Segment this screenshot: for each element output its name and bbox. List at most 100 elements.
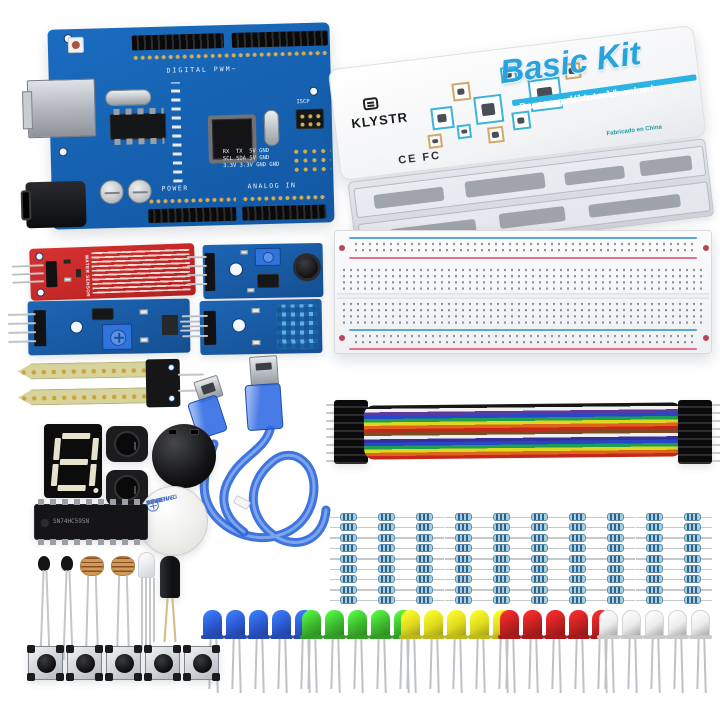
silkscreen-icsp: ISCP xyxy=(296,98,310,106)
led-flange xyxy=(224,635,247,639)
power-header xyxy=(148,206,237,224)
usb-a-slot xyxy=(255,362,272,371)
resistor-body xyxy=(683,513,701,521)
white-led xyxy=(666,610,689,695)
probe-prong xyxy=(18,387,150,405)
header-pin xyxy=(8,340,37,343)
button-cap xyxy=(37,654,56,673)
resistor xyxy=(673,533,712,543)
led-leg xyxy=(231,638,235,690)
button-corner-pin xyxy=(134,673,142,681)
resistor-body xyxy=(454,596,472,605)
resistor xyxy=(597,554,636,564)
resistor-body xyxy=(683,596,701,605)
led-dome xyxy=(668,610,687,637)
led-leg xyxy=(360,638,364,694)
resistor-body xyxy=(492,575,510,584)
led-leg xyxy=(383,638,387,694)
usb-interface-chip xyxy=(109,107,167,146)
silkscreen-pinmap-3: 3.3V 3.3V GND GND xyxy=(222,161,280,170)
led-leg xyxy=(482,638,486,694)
ribbon-pins-left xyxy=(326,402,335,466)
button-cap xyxy=(154,654,173,673)
resistor xyxy=(444,522,483,532)
resistor-body xyxy=(645,565,663,573)
led-leg xyxy=(261,638,265,694)
resistor-body xyxy=(454,544,472,553)
resistor xyxy=(635,543,674,553)
green-led xyxy=(300,610,323,695)
microphone xyxy=(292,252,322,282)
tactile-push-button xyxy=(105,645,142,681)
buzzer-terminal xyxy=(168,429,177,435)
resistor-body xyxy=(531,596,548,605)
resistor-body xyxy=(416,596,434,605)
resistor xyxy=(559,595,598,605)
trimmer-dial xyxy=(110,329,127,346)
resistor-body xyxy=(569,565,587,573)
resistor-body xyxy=(340,513,357,521)
resistor xyxy=(673,522,712,532)
led-leg xyxy=(307,638,311,690)
analog-header xyxy=(242,204,327,221)
resistor-body xyxy=(569,596,587,605)
reset-button xyxy=(67,36,85,54)
ic-pins-top xyxy=(38,499,144,505)
resistor-body xyxy=(645,596,663,605)
resistor xyxy=(635,585,674,595)
resistor xyxy=(406,522,445,532)
resistor-body xyxy=(645,575,663,584)
resistor-body xyxy=(607,596,625,605)
led-flange xyxy=(643,635,666,639)
resistor xyxy=(368,585,407,595)
usb-a-plug-body xyxy=(244,382,284,432)
silkscreen-power: POWER xyxy=(161,184,189,193)
blue-led xyxy=(270,610,293,695)
led-flange xyxy=(399,635,422,639)
resistor xyxy=(521,554,559,564)
led-dome xyxy=(500,610,519,637)
led-flange xyxy=(323,635,346,639)
usb-cable-coil-part-part xyxy=(202,442,328,544)
smd-part xyxy=(139,309,148,315)
usb-cable xyxy=(186,352,341,612)
led-leg xyxy=(337,638,341,694)
smd-part xyxy=(75,269,82,278)
silkscreen-digital: DIGITAL PWM~ xyxy=(166,64,238,75)
photoresistor xyxy=(80,556,104,666)
resistor-body xyxy=(492,565,510,573)
rgb-led-leg xyxy=(145,578,147,666)
resistor xyxy=(635,533,674,543)
rgb-led-leg xyxy=(153,578,155,642)
icon-tile-glyph xyxy=(431,138,438,144)
resistor xyxy=(635,564,674,574)
dc-power-jack xyxy=(20,180,87,229)
yellow-led xyxy=(468,610,491,695)
white-led xyxy=(643,610,666,695)
resistor xyxy=(482,522,521,532)
digital-header-left xyxy=(131,33,224,51)
resistor xyxy=(330,574,368,584)
smd-part xyxy=(140,337,149,343)
bb-screw xyxy=(339,335,345,341)
resistor-body xyxy=(454,533,472,542)
rgb-led-leg xyxy=(149,578,151,658)
resistor-body xyxy=(340,596,357,605)
led-flange xyxy=(544,635,567,639)
mount-hole xyxy=(58,147,68,157)
led-leg xyxy=(703,638,707,694)
resistor xyxy=(406,564,445,574)
bottom-rail-red-line xyxy=(349,348,697,350)
resistor-body xyxy=(492,533,510,542)
white-led xyxy=(620,610,643,695)
led-flange xyxy=(369,635,392,639)
led-leg xyxy=(528,638,532,690)
comparator-chip xyxy=(91,307,114,321)
led-dome xyxy=(401,610,420,637)
resistor xyxy=(635,522,674,532)
resistor-body xyxy=(645,585,663,594)
led-leg xyxy=(254,638,258,690)
component-icon-tile xyxy=(430,105,455,131)
probe-handle xyxy=(145,358,181,408)
led-leg xyxy=(353,638,357,690)
